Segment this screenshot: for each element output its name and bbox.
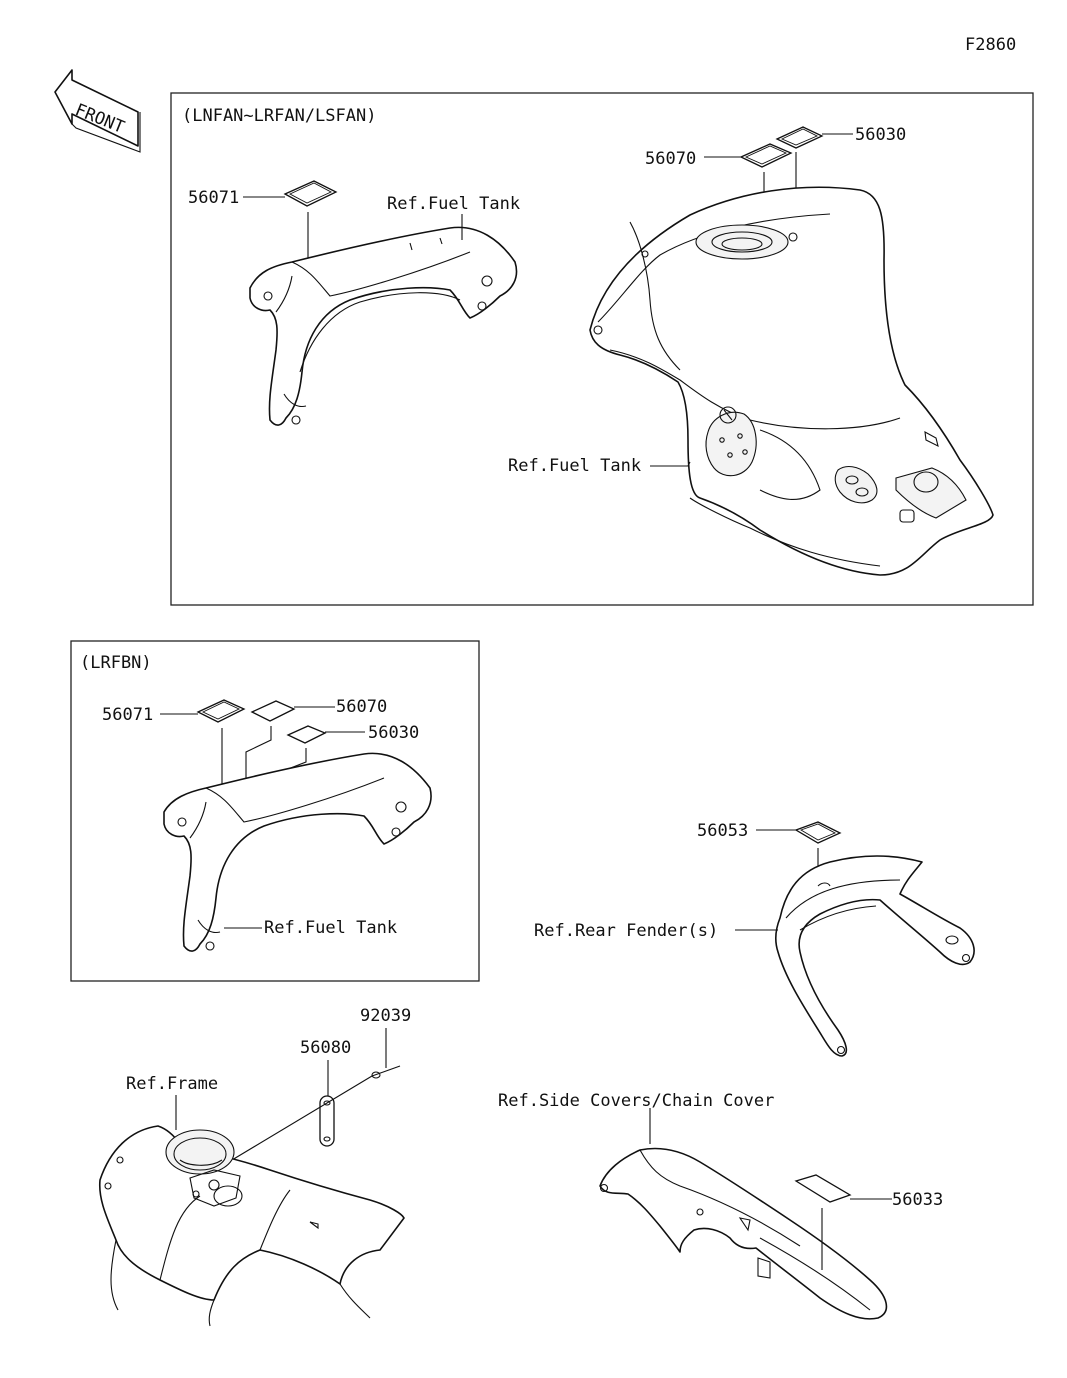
fuel-tank-cover-top <box>249 226 518 426</box>
part-number-56030-mid: 56030 <box>368 723 419 743</box>
part-number-56070-mid: 56070 <box>336 697 387 717</box>
label-plate-56071-mid <box>196 699 246 723</box>
panel-mid-frame <box>70 640 480 982</box>
panel-mid-title: (LRFBN) <box>80 653 152 673</box>
ref-fuel-tank-main: Ref.Fuel Tank <box>508 456 641 476</box>
part-number-56071-top: 56071 <box>188 188 239 208</box>
part-number-56070-top: 56070 <box>645 149 696 169</box>
front-arrow-icon: FRONT <box>54 69 141 153</box>
label-plate-56071-top <box>283 180 338 207</box>
fuel-tank-main <box>589 186 994 576</box>
panel-top-frame <box>170 92 1034 606</box>
label-plate-56030-top <box>775 126 824 149</box>
label-plate-56030-mid <box>286 725 327 744</box>
part-number-56071-mid: 56071 <box>102 705 153 725</box>
part-number-92039: 92039 <box>360 1006 411 1026</box>
rear-fender <box>775 855 975 1057</box>
ref-rear-fender: Ref.Rear Fender(s) <box>534 921 718 941</box>
ref-fuel-tank-cover-top: Ref.Fuel Tank <box>387 194 520 214</box>
fuel-tank-cover-mid <box>163 752 432 952</box>
rivet-92039-icon <box>371 1065 401 1079</box>
ref-fuel-tank-mid: Ref.Fuel Tank <box>264 918 397 938</box>
plate-56080-icon <box>319 1095 335 1147</box>
ref-frame: Ref.Frame <box>126 1074 218 1094</box>
ref-side-covers: Ref.Side Covers/Chain Cover <box>498 1091 774 1111</box>
label-plate-56070-top <box>739 143 793 168</box>
chain-cover <box>599 1147 888 1320</box>
label-plate-56053 <box>794 821 842 844</box>
frame <box>98 1125 405 1327</box>
panel-top-title: (LNFAN~LRFAN/LSFAN) <box>182 106 376 126</box>
part-number-56033: 56033 <box>892 1190 943 1210</box>
part-number-56080: 56080 <box>300 1038 351 1058</box>
part-number-56053: 56053 <box>697 821 748 841</box>
label-plate-56033 <box>794 1174 852 1203</box>
figure-id: F2860 <box>965 35 1016 55</box>
part-number-56030-top: 56030 <box>855 125 906 145</box>
label-plate-56070-mid <box>250 700 296 722</box>
